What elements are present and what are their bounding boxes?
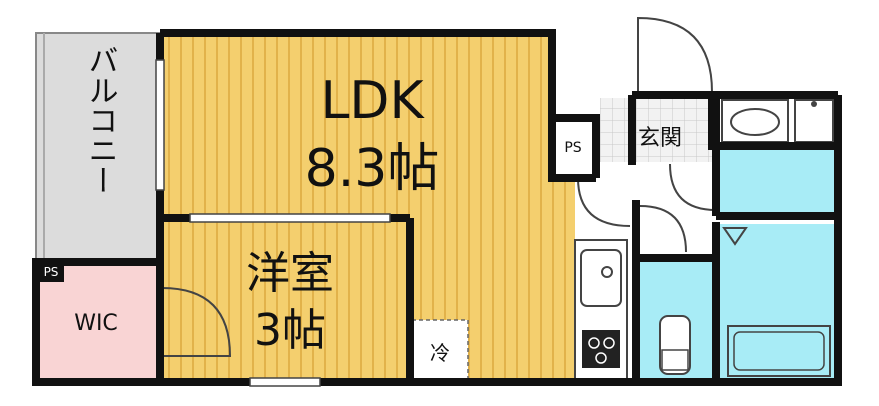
washroom-floor bbox=[718, 148, 836, 212]
western-size: 3帖 bbox=[254, 305, 326, 356]
balcony-area bbox=[35, 32, 161, 262]
ldk-label: LDK bbox=[320, 71, 425, 131]
entrance-label: 玄関 bbox=[638, 126, 682, 151]
sliding-door-western bbox=[189, 213, 391, 223]
balcony-label: バルコニー bbox=[83, 45, 118, 195]
window-western-bottom bbox=[249, 377, 321, 387]
walls bbox=[32, 29, 842, 386]
ps-box-top bbox=[553, 118, 593, 174]
fridge-label: 冷 bbox=[430, 341, 450, 365]
ps-label-top: PS bbox=[564, 140, 581, 156]
bathtub bbox=[727, 325, 831, 377]
window-ldk-left bbox=[155, 59, 165, 191]
ldk-size: 8.3帖 bbox=[305, 139, 440, 199]
western-label: 洋室 bbox=[246, 248, 334, 299]
entrance-door bbox=[637, 16, 714, 93]
fridge-space bbox=[411, 319, 469, 381]
wic-label: WIC bbox=[74, 311, 118, 336]
ps-label-left: PS bbox=[44, 265, 59, 279]
entrance-floor bbox=[600, 98, 712, 162]
western-room-floor bbox=[162, 220, 408, 382]
sink bbox=[580, 249, 622, 307]
ldk-floor bbox=[162, 35, 575, 380]
stove bbox=[582, 330, 620, 368]
